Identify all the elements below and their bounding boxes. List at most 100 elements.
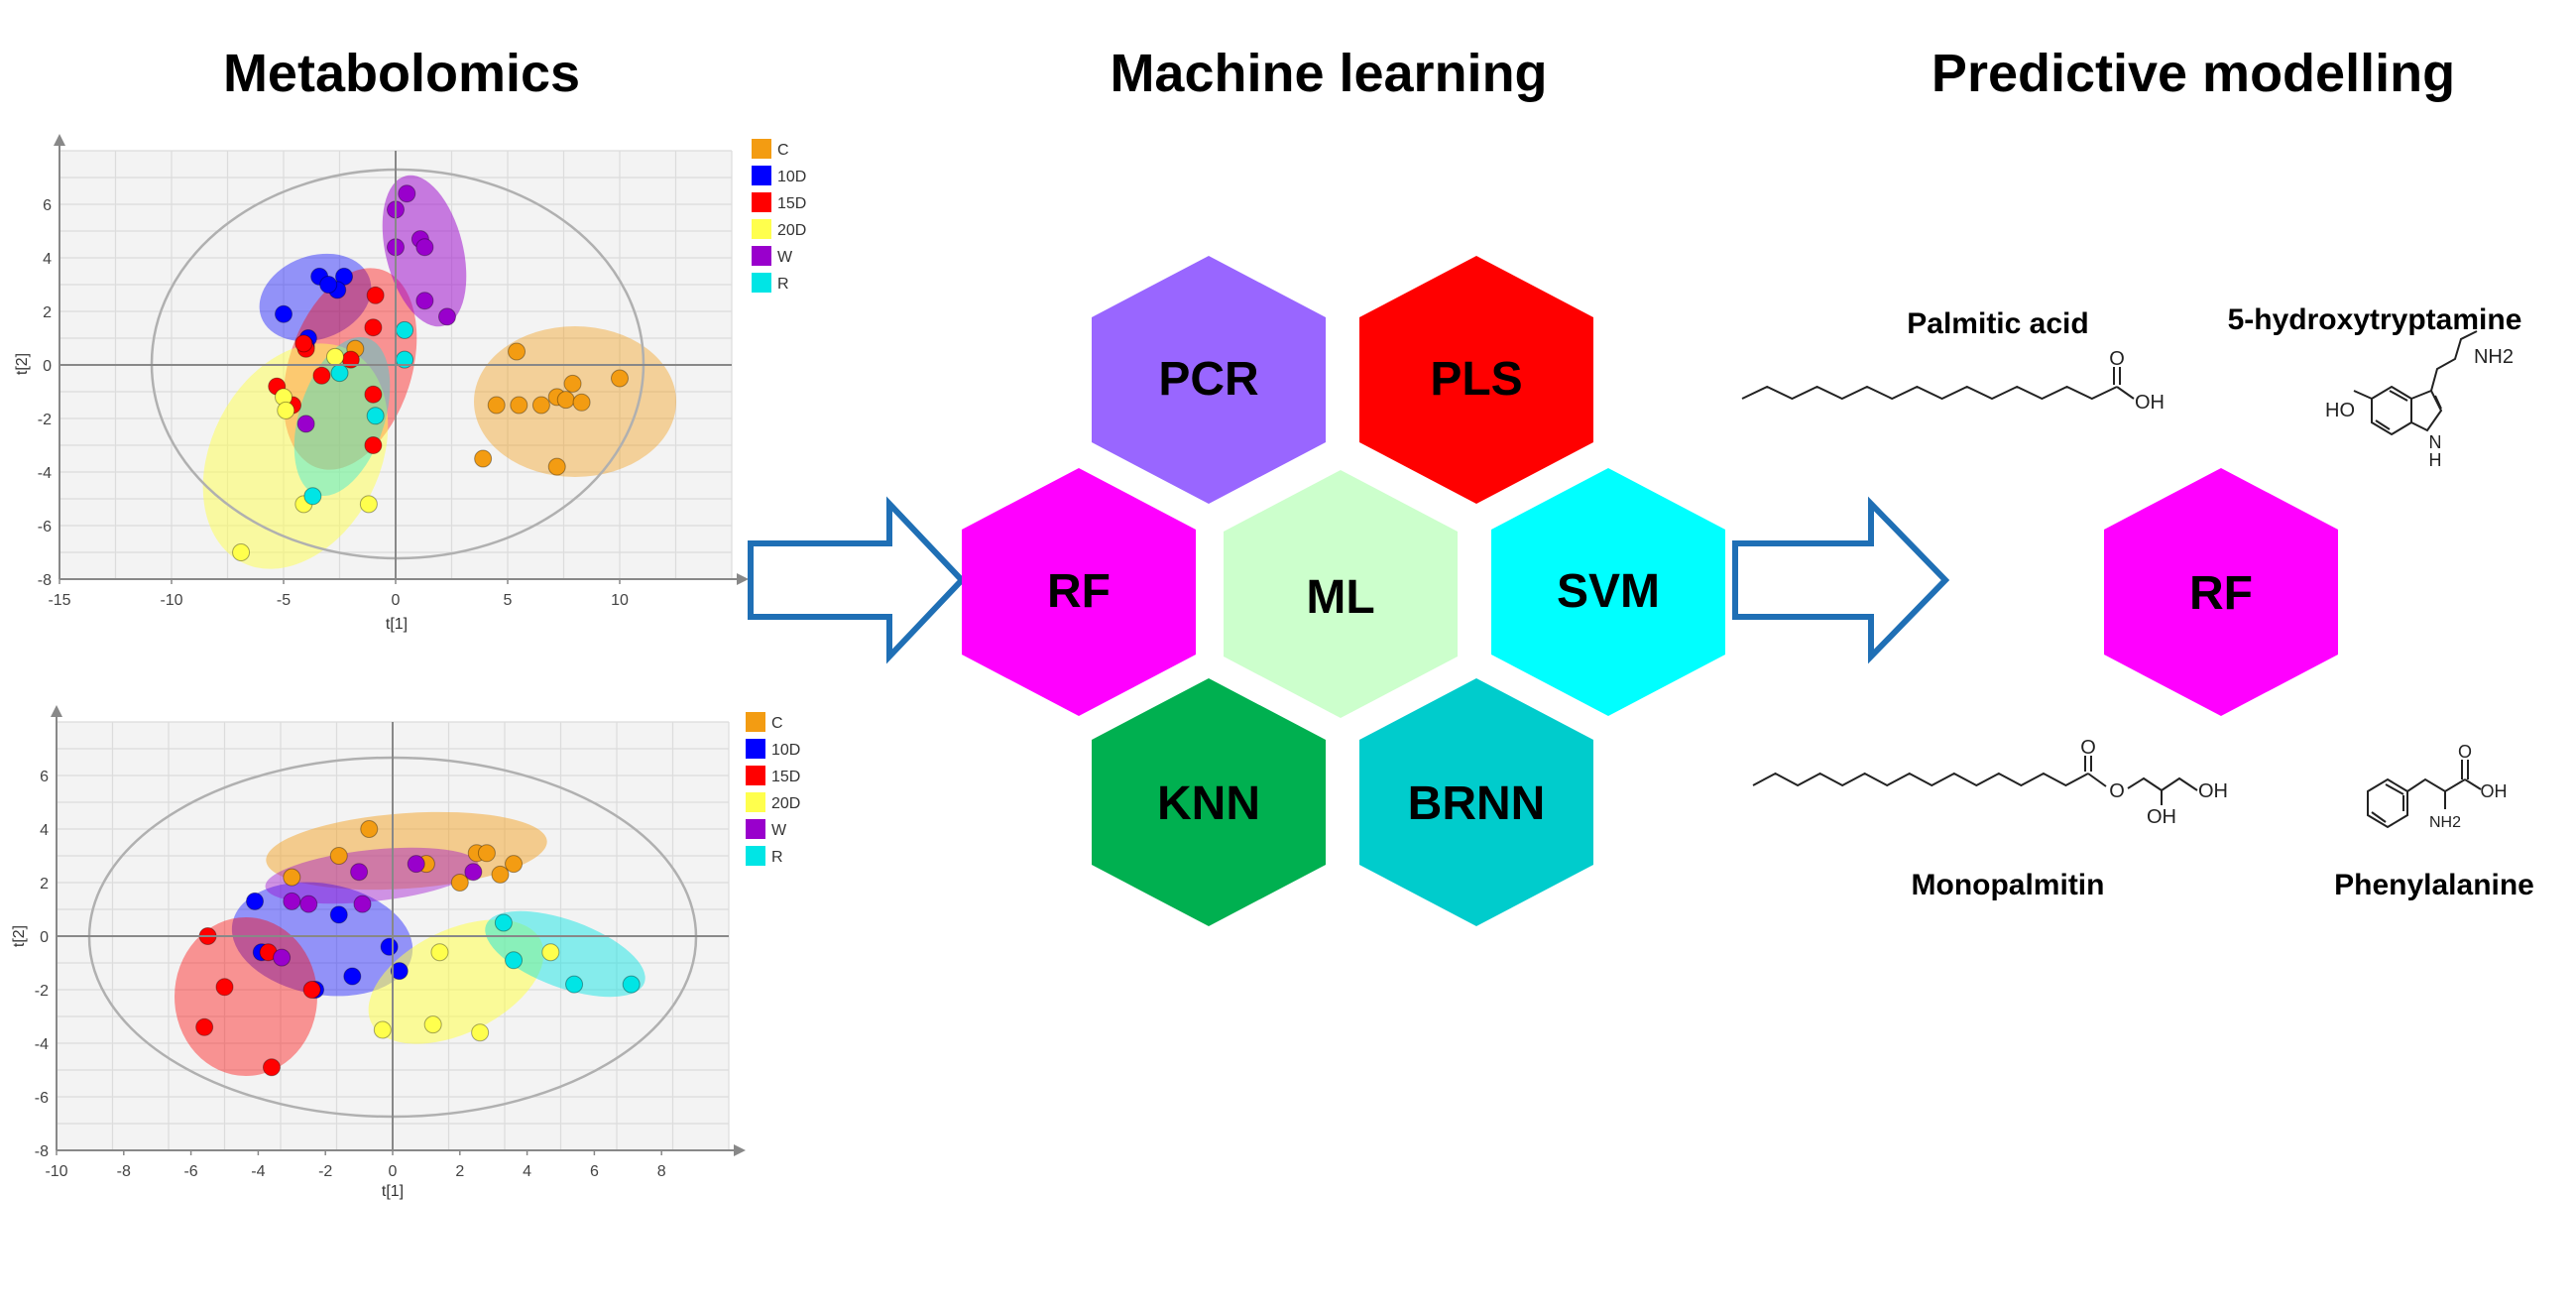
axes	[54, 134, 749, 585]
benzene-ring	[2371, 385, 2412, 436]
point-20D	[277, 401, 295, 419]
atom-label: H	[2429, 450, 2442, 470]
atom-label: OH	[2147, 806, 2176, 828]
point-W	[415, 292, 434, 310]
point-15D	[364, 436, 383, 454]
hydroxyl-bond	[2464, 778, 2482, 790]
x-tick-label: -8	[117, 1163, 131, 1180]
ester-bond	[2087, 773, 2107, 787]
point-C	[450, 874, 469, 892]
point-W	[407, 855, 425, 874]
legend-swatch-10D	[746, 739, 765, 759]
point-15D	[364, 318, 383, 337]
data-points	[195, 820, 641, 1077]
point-15D	[312, 366, 331, 385]
point-W	[437, 307, 456, 326]
hex-label: RF	[2189, 567, 2253, 620]
legend-label: 15D	[771, 769, 800, 785]
side-chain	[2406, 777, 2466, 793]
legend-swatch-20D	[752, 219, 771, 239]
hex-label: SVM	[1557, 565, 1660, 618]
point-R	[396, 320, 414, 339]
point-10D	[319, 276, 338, 294]
legend-label: 20D	[777, 222, 806, 239]
point-R	[505, 951, 524, 970]
arrow-to-prediction	[1732, 496, 1950, 664]
y-tick-label: -2	[38, 412, 52, 428]
point-C	[329, 847, 348, 865]
atom-label: O	[2458, 742, 2472, 762]
point-C	[510, 396, 528, 415]
point-C	[474, 449, 493, 468]
hex-label: RF	[1047, 565, 1111, 618]
y-tick-label: 4	[40, 822, 49, 839]
atom-label: HO	[2325, 400, 2355, 421]
y-tick-label: 6	[40, 769, 49, 785]
atom-label: OH	[2198, 780, 2228, 802]
point-20D	[430, 943, 449, 962]
atom-label: NH2	[2429, 814, 2461, 831]
x-tick-label: 0	[389, 1163, 398, 1180]
point-C	[547, 457, 566, 476]
ellipse-15D	[175, 917, 317, 1076]
y-tick-label: 2	[43, 304, 52, 321]
title-metabolomics: Metabolomics	[223, 44, 580, 103]
point-15D	[366, 286, 385, 304]
point-W	[296, 415, 315, 433]
legend-label: R	[771, 849, 783, 866]
hex-shape	[1224, 470, 1458, 718]
point-W	[299, 894, 318, 913]
y-axis-arrow	[54, 134, 65, 146]
legend-swatch-C	[752, 139, 771, 159]
legend-swatch-W	[752, 246, 771, 266]
x-tick-label: 0	[392, 592, 401, 609]
legend-label: 10D	[777, 169, 806, 185]
point-10D	[343, 967, 362, 986]
point-C	[283, 868, 301, 887]
point-20D	[423, 1015, 442, 1034]
title-machine-learning: Machine learning	[1110, 44, 1547, 103]
data-points	[232, 184, 629, 561]
point-C	[491, 865, 510, 884]
atom-label: OH	[2481, 781, 2508, 801]
hex-svm: SVM	[1491, 468, 1725, 716]
point-10D	[246, 892, 265, 910]
x-tick-label: 8	[657, 1163, 666, 1180]
point-W	[464, 863, 483, 882]
point-10D	[329, 905, 348, 924]
y-tick-label: 0	[43, 358, 52, 375]
label-5-hydroxytryptamine: 5-hydroxytryptamine	[2228, 303, 2522, 336]
y-tick-label: 4	[43, 251, 52, 268]
hex-label: KNN	[1157, 777, 1260, 830]
point-R	[330, 364, 349, 383]
point-C	[360, 820, 379, 838]
x-axis-label: t[1]	[382, 1183, 404, 1200]
ethylamine-chain	[2430, 330, 2478, 392]
point-R	[622, 975, 641, 994]
y-tick-label: -8	[38, 572, 52, 589]
x-tick-label: 10	[611, 592, 629, 609]
point-W	[283, 892, 301, 910]
x-tick-label: 6	[590, 1163, 599, 1180]
point-10D	[275, 304, 293, 323]
point-20D	[541, 943, 560, 962]
point-C	[611, 369, 629, 388]
double-bond	[2434, 395, 2442, 410]
y-tick-label: -6	[35, 1090, 49, 1107]
legend-label: W	[771, 822, 787, 839]
hex-label: PCR	[1158, 353, 1258, 406]
point-20D	[359, 495, 378, 514]
ellipse-20D	[202, 343, 389, 569]
point-C	[572, 393, 591, 412]
hex-shape	[1491, 468, 1725, 716]
structure-monopalmitin	[1752, 756, 2198, 805]
hex-brnn: BRNN	[1359, 678, 1593, 926]
point-15D	[294, 334, 313, 353]
legend-swatch-R	[752, 273, 771, 293]
y-tick-label: 6	[43, 197, 52, 214]
carbon-chain	[1741, 385, 2118, 401]
point-C	[531, 396, 550, 415]
